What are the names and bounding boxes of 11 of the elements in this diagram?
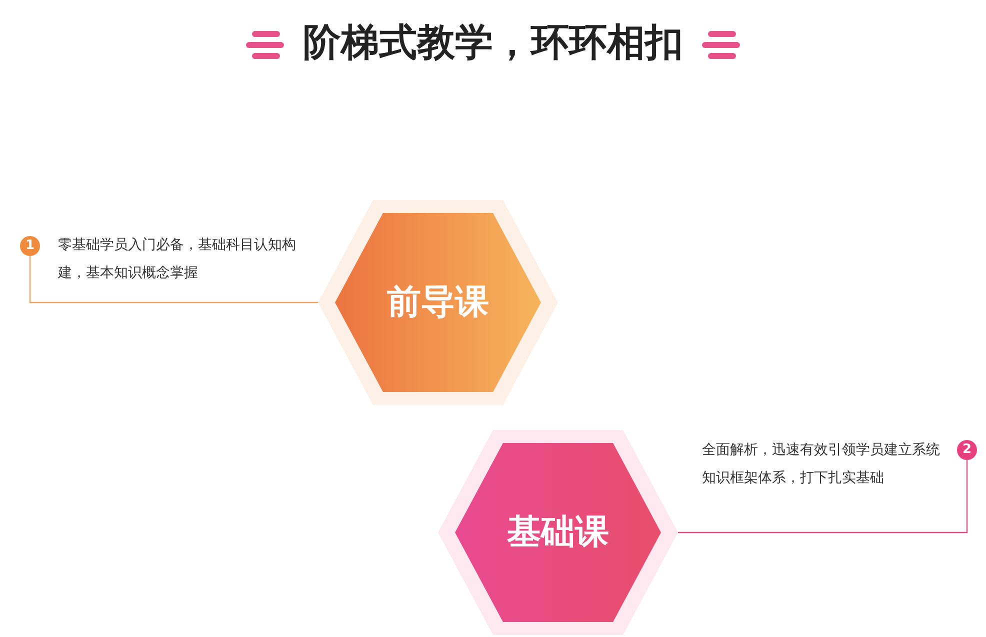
description-text: 全面解析，迅速有效引领学员建立系统知识框架体系，打下扎实基础	[702, 441, 941, 488]
hexagon-label: 前导课	[386, 281, 490, 324]
hexagon-shape	[438, 430, 678, 635]
leader-line	[678, 460, 968, 534]
hexagon-shape	[318, 200, 558, 405]
hexagon-label: 基础课	[506, 511, 610, 554]
number-badge: 1	[20, 236, 40, 256]
description-text: 零基础学员入门必备，基础科目认知构建，基本知识概念掌握	[58, 236, 297, 283]
title: 阶梯式教学，环环相扣	[303, 19, 683, 66]
number-badge: 2	[957, 440, 977, 460]
leader-line	[29, 256, 318, 304]
